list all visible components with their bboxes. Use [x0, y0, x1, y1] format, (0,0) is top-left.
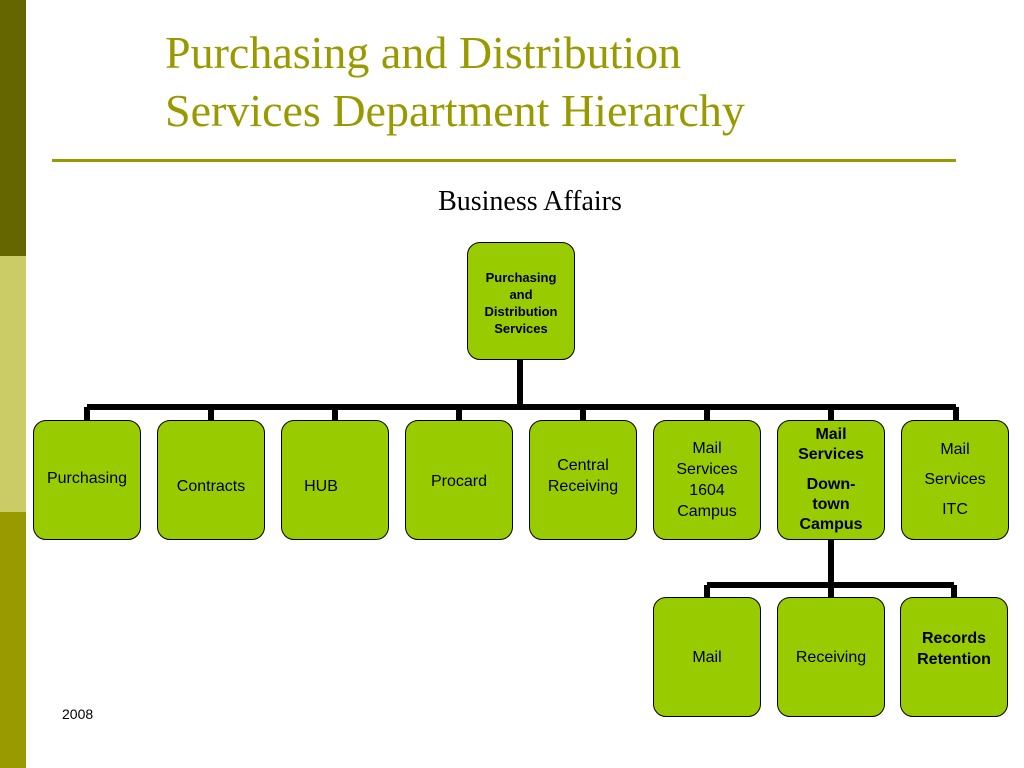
node-mail-services-1604-campus: Mail Services 1604 Campus	[653, 420, 761, 540]
node-label-line: town	[812, 496, 850, 513]
slide-subtitle: Business Affairs	[438, 186, 622, 217]
node-label-line: 1604	[689, 482, 725, 499]
slide-title-line-2: Services Department Hierarchy	[165, 85, 745, 136]
node-label-line: Mail	[940, 441, 970, 458]
node-label-line: Services	[924, 471, 986, 488]
node-purchasing-and-distribution-services: Purchasing and Distribution Services	[467, 242, 575, 360]
node-procard: Procard	[405, 420, 513, 540]
slide-title: Purchasing and Distribution Services Dep…	[165, 24, 985, 140]
node-central-receiving: Central Receiving	[529, 420, 637, 540]
node-mail-services-itc: Mail Services ITC	[901, 420, 1009, 540]
node-label-line: Retention	[917, 651, 991, 668]
node-mail: Mail	[653, 597, 761, 717]
title-divider	[52, 159, 956, 162]
node-label-line: HUB	[304, 477, 338, 495]
slide-title-line-1: Purchasing and Distribution	[165, 27, 682, 78]
node-label-line: Purchasing	[46, 469, 128, 487]
node-label-line: Campus	[799, 516, 863, 533]
sidebar-segment-olive	[0, 512, 26, 768]
node-receiving: Receiving	[777, 597, 885, 717]
node-label-line: Services	[798, 446, 864, 463]
node-label-line: Distribution	[484, 304, 558, 319]
node-label-line: ITC	[942, 501, 968, 518]
node-hub: HUB	[281, 420, 389, 540]
node-label-line: Down-	[806, 476, 856, 493]
node-label-line: Mail	[692, 648, 722, 666]
sidebar-segment-light	[0, 256, 26, 512]
node-records-retention: Records Retention	[900, 597, 1008, 717]
node-label-line: Records	[921, 630, 987, 647]
node-purchasing: Purchasing	[33, 420, 141, 540]
sidebar-segment-dark	[0, 0, 26, 256]
node-label-line: Campus	[677, 503, 737, 520]
sidebar-decoration	[0, 0, 26, 768]
footer-year: 2008	[62, 706, 94, 722]
node-label-line: Receiving	[547, 478, 619, 495]
node-mail-services-downtown-campus: Mail Services Down- town Campus	[777, 420, 885, 540]
node-label-line: Mail	[815, 426, 847, 443]
node-label-line: Services	[494, 321, 548, 336]
node-label-line: Services	[676, 461, 738, 478]
node-label-line: Procard	[430, 472, 488, 490]
node-label-line: Central	[557, 457, 609, 474]
node-label-line: Receiving	[795, 648, 867, 666]
node-label-line: Purchasing	[485, 270, 557, 285]
node-label-line: and	[509, 287, 533, 302]
node-label-line: Mail	[692, 440, 722, 457]
node-label-line: Contracts	[176, 477, 246, 495]
node-contracts: Contracts	[157, 420, 265, 540]
